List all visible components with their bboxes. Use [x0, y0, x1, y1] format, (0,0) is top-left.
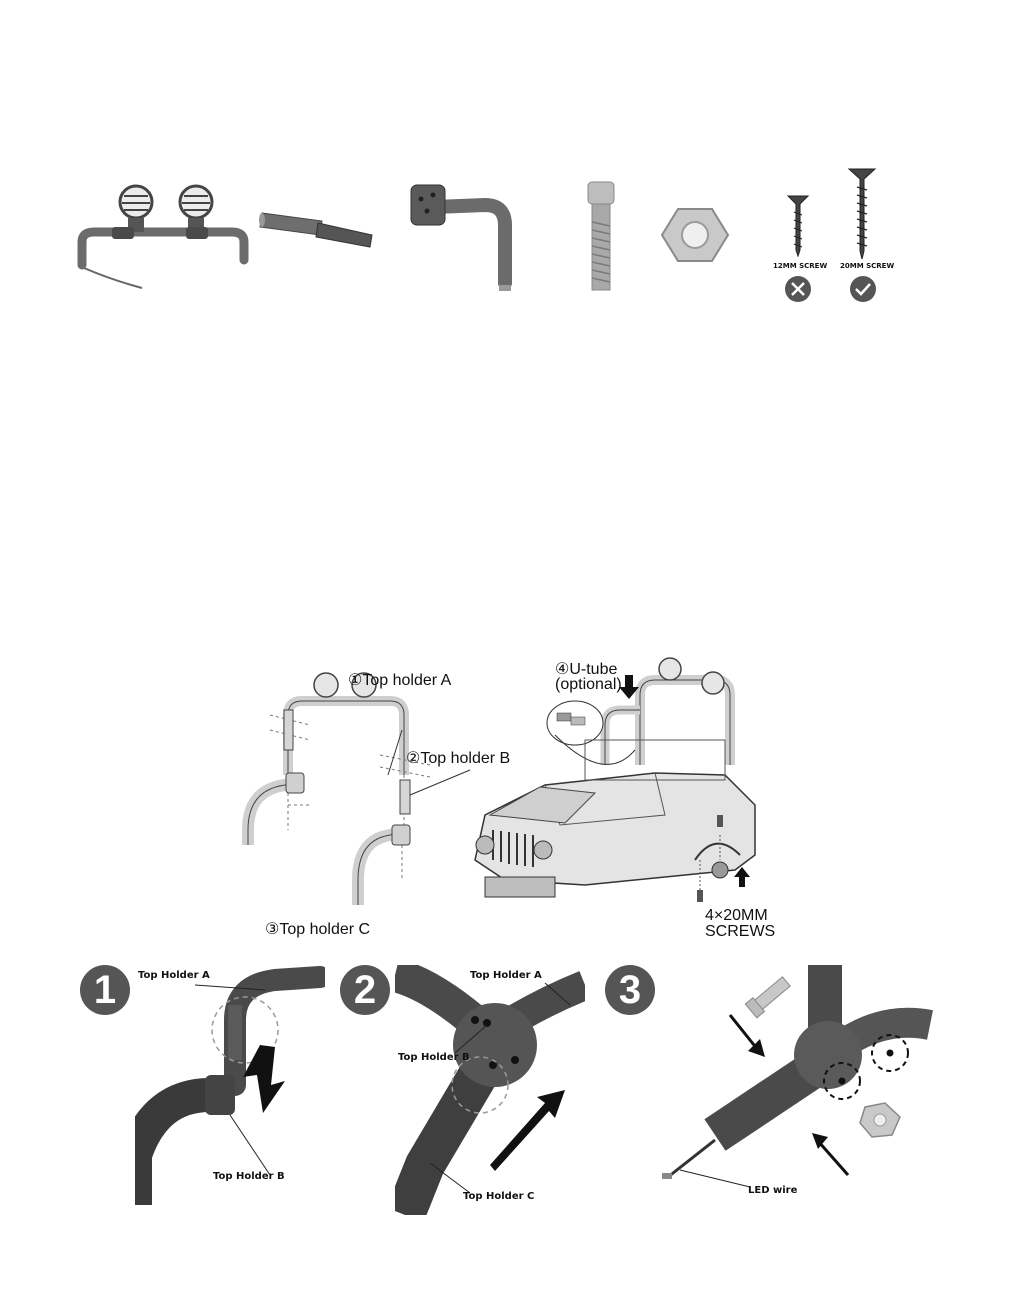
top-holder-c-part [405, 175, 535, 300]
ride-on-car-drawing [465, 655, 780, 945]
top-holder-c-label: ③Top holder C [265, 922, 370, 938]
connector-tube-part [258, 205, 378, 255]
step-2-top-holder-a-label: Top Holder A [470, 970, 542, 981]
bolt-part [580, 178, 620, 298]
step-number-badge: 3 [605, 965, 655, 1015]
parts-row: 12MM SCREW 20MM SCREW [60, 150, 950, 320]
screw-20mm-label: 20MM SCREW [840, 262, 894, 270]
screws-label-line1: 4×20MM [705, 908, 768, 924]
light-bar-part [72, 180, 262, 290]
step-number-badge: 1 [80, 965, 130, 1015]
screw-12mm-label: 12MM SCREW [773, 262, 827, 270]
step-3-led-wire-label: LED wire [748, 1185, 797, 1196]
screw-12mm-part [786, 192, 810, 258]
hex-nut-part [660, 205, 730, 265]
check-in-circle-icon [849, 275, 877, 303]
x-in-circle-icon [784, 275, 812, 303]
step-2-top-holder-c-label: Top Holder C [463, 1191, 534, 1202]
step-1: 1 Top Holder A Top Holder B [80, 965, 330, 1215]
top-holder-a-label: ①Top holder A [348, 673, 451, 689]
step-3: 3 LED wire [605, 965, 940, 1215]
step-number-badge: 2 [340, 965, 390, 1015]
u-tube-optional-label: (optional) [555, 677, 622, 693]
assembly-diagram: ①Top holder A ②Top holder B ③Top holder … [240, 655, 780, 945]
step-1-top-holder-b-label: Top Holder B [213, 1171, 285, 1182]
step-2-top-holder-b-label: Top Holder B [398, 1052, 470, 1063]
step-3-photo [660, 965, 938, 1215]
step-1-top-holder-a-label: Top Holder A [138, 970, 210, 981]
step-2-photo [395, 965, 585, 1215]
step-2: 2 Top Holder A Top Holder B Top Holder C [340, 965, 590, 1215]
screw-20mm-part [847, 165, 877, 260]
screws-label-line2: SCREWS [705, 924, 775, 940]
